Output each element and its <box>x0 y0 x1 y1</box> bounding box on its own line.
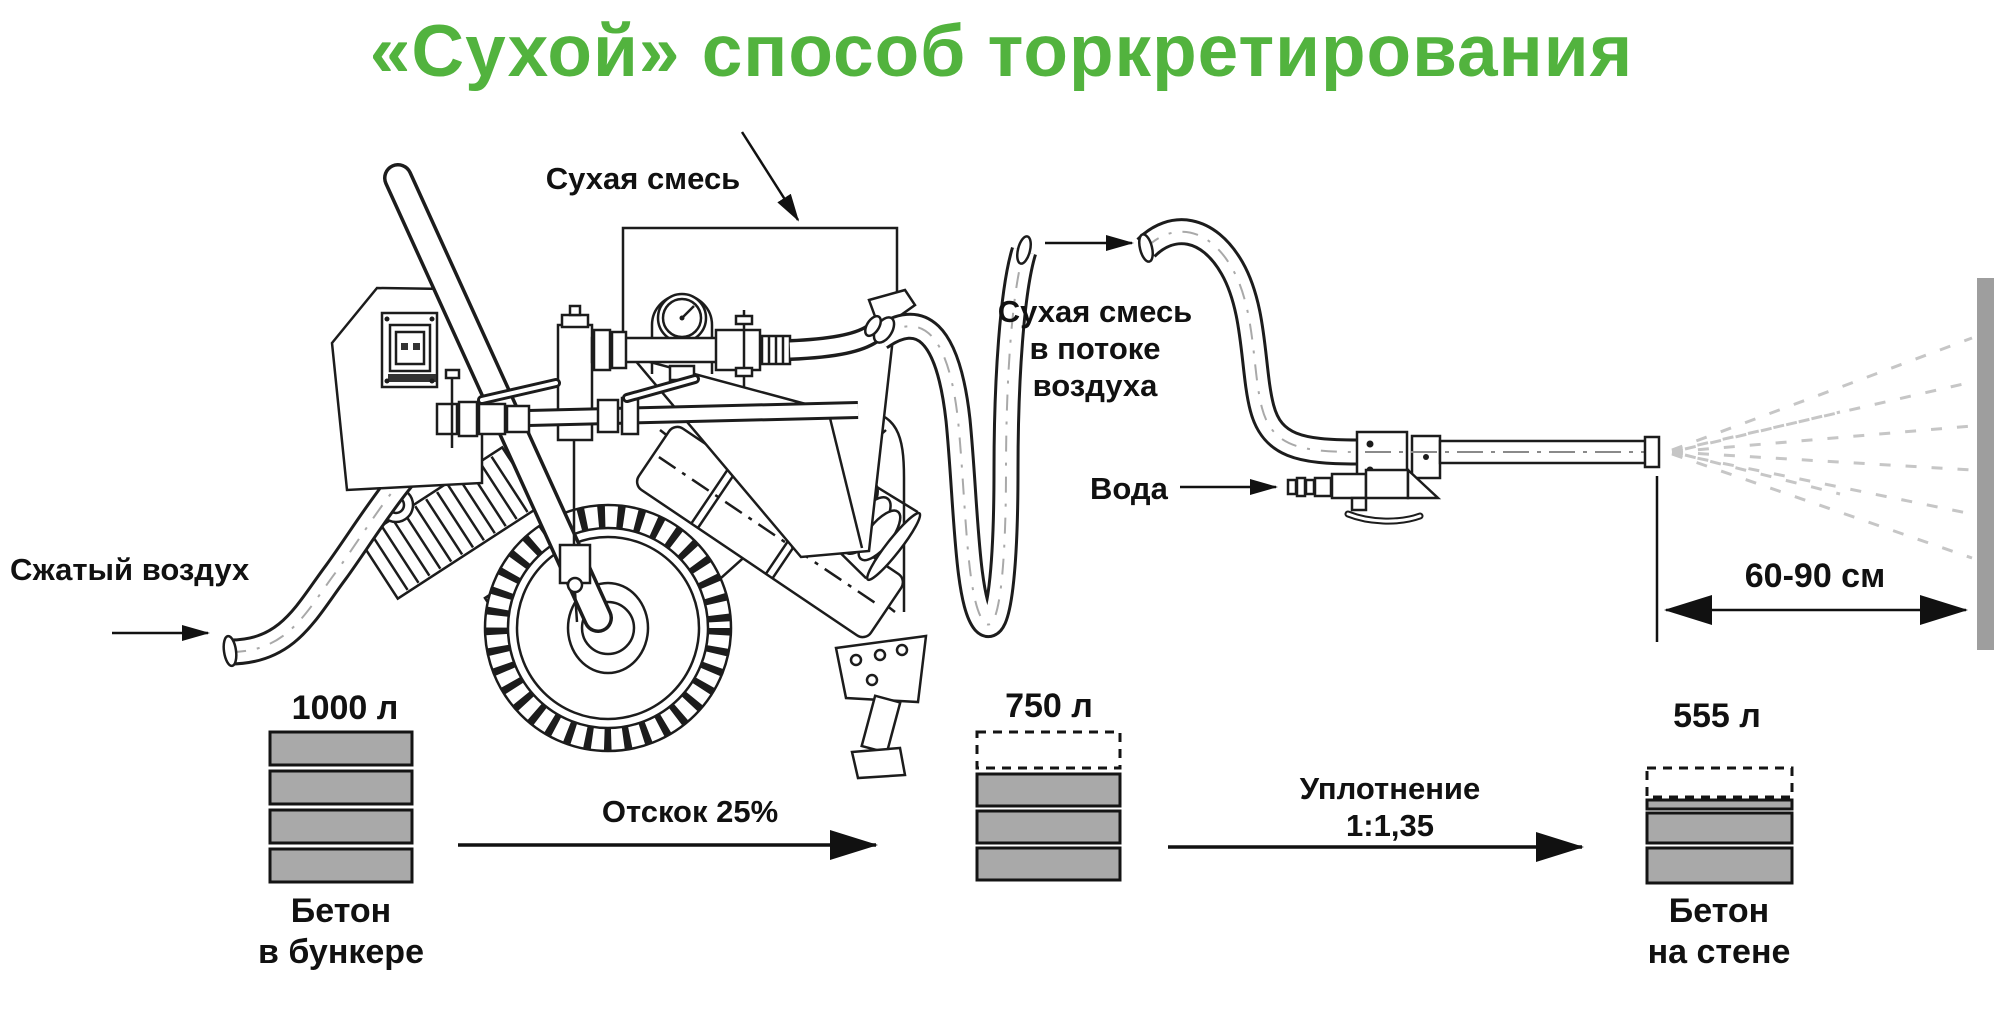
hose-flange-ring <box>864 314 882 338</box>
dry-mix-in-air-label: Сухая смесь в потоке воздуха <box>997 294 1193 404</box>
bar-stack-wall <box>1645 766 1794 885</box>
bar-stack-hopper <box>268 730 414 884</box>
delivery-hose-2 <box>1136 218 1358 466</box>
bar-stack-rebound <box>975 730 1122 882</box>
target-wall <box>1977 278 1994 650</box>
dosing-cylinder <box>556 304 594 623</box>
distance-dimension <box>1655 476 1968 642</box>
compaction-label: Уплотнение 1:1,35 <box>1299 771 1481 844</box>
lower-pipe-assembly <box>435 368 859 448</box>
water-label: Вода <box>1090 471 1168 506</box>
dry-mix-arrow <box>740 131 800 222</box>
delivery-hose-1 <box>872 235 1037 638</box>
hopper-caption: Бетон в бункере <box>258 892 424 971</box>
motor-fins-left <box>357 445 543 601</box>
upper-pipe-assembly <box>590 310 879 388</box>
support-foot <box>834 634 928 780</box>
spray-jet-icon <box>1671 336 1973 560</box>
wall-caption: Бетон на стене <box>1647 892 1791 971</box>
rebound-label: Отскок 25% <box>601 794 779 829</box>
compressed-air-label: Сжатый воздух <box>10 552 250 587</box>
nozzle-assembly <box>1286 430 1661 525</box>
page-title: «Сухой» способ торкретирования <box>369 11 1634 92</box>
hopper-volume-label: 1000 л <box>291 689 399 727</box>
dry-mix-label: Сухая смесь <box>545 161 741 196</box>
water-inlet <box>1286 467 1442 525</box>
wall-volume-label: 555 л <box>1673 697 1761 735</box>
rebound-volume-label: 750 л <box>1005 687 1093 725</box>
distance-label: 60-90 см <box>1744 557 1886 595</box>
